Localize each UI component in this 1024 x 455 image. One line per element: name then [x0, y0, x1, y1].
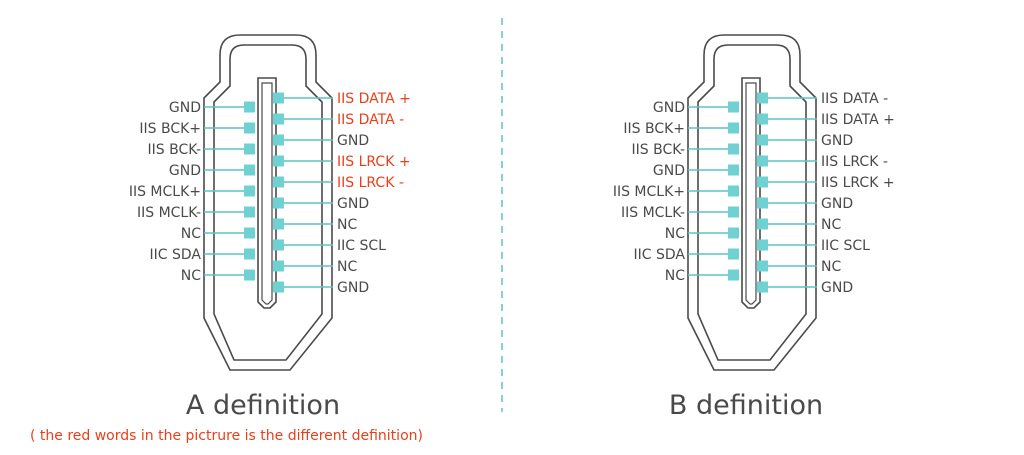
pin-left	[728, 185, 739, 197]
pin-right	[273, 176, 284, 188]
pin-left	[244, 122, 255, 134]
pin-left	[728, 227, 739, 239]
pin-label-right: IIS DATA +	[821, 112, 895, 128]
pin-label-right: GND	[337, 280, 369, 296]
pin-right	[757, 218, 768, 230]
pin-label-right: IIC SCL	[337, 238, 386, 254]
pin-label-left: IIS BCK+	[139, 121, 201, 137]
pin-right	[757, 113, 768, 125]
pin-left	[728, 269, 739, 281]
hdmi-tongue-outer	[741, 77, 761, 309]
pin-right	[757, 155, 768, 167]
pin-label-right: IIC SCL	[821, 238, 870, 254]
pin-label-right: IIS DATA -	[337, 112, 404, 128]
pin-right	[757, 134, 768, 146]
pin-left	[728, 101, 739, 113]
pin-label-right: IIS LRCK +	[821, 175, 895, 191]
pin-label-right: IIS LRCK -	[821, 154, 888, 170]
pin-label-right: IIS LRCK +	[337, 154, 411, 170]
pin-left	[244, 143, 255, 155]
pin-right	[273, 155, 284, 167]
pin-label-right: GND	[821, 280, 853, 296]
pin-right	[757, 239, 768, 251]
title-a-definition: A definition	[186, 390, 340, 421]
pin-left	[244, 248, 255, 260]
pin-right	[757, 281, 768, 293]
hdmi-shell-inner	[213, 44, 323, 361]
pin-right	[273, 218, 284, 230]
hdmi-shell-outer	[203, 34, 333, 371]
pin-label-left: GND	[169, 163, 201, 179]
pin-label-right: GND	[821, 133, 853, 149]
pin-left	[244, 206, 255, 218]
pin-label-right: NC	[821, 217, 841, 233]
connector-a-diagram: GND IIS BCK+ IIS BCK- GND IIS MCLK+ IIS MCLK-…	[129, 34, 411, 371]
pin-label-left: IIS BCK-	[148, 142, 202, 158]
pin-left	[728, 206, 739, 218]
pin-label-left: IIS MCLK+	[613, 184, 685, 200]
pin-right	[273, 134, 284, 146]
pin-right	[273, 281, 284, 293]
pin-left	[244, 101, 255, 113]
pin-right	[273, 239, 284, 251]
pin-right	[273, 92, 284, 104]
pin-left	[728, 143, 739, 155]
pin-label-right: GND	[337, 133, 369, 149]
hdmi-tongue-inner	[745, 82, 757, 305]
pin-label-left: NC	[665, 226, 685, 242]
pin-label-right: IIS DATA -	[821, 91, 888, 107]
pin-label-left: GND	[653, 100, 685, 116]
pin-label-left: GND	[653, 163, 685, 179]
pin-right	[273, 113, 284, 125]
pin-label-right: NC	[337, 217, 357, 233]
pin-left	[728, 122, 739, 134]
pin-right	[273, 260, 284, 272]
pin-label-left: IIS MCLK-	[621, 205, 685, 221]
pin-right	[757, 176, 768, 188]
pin-label-left: NC	[181, 226, 201, 242]
pin-right	[757, 92, 768, 104]
title-b-definition: B definition	[669, 390, 823, 421]
pin-label-left: IIS BCK+	[623, 121, 685, 137]
pin-label-left: NC	[181, 268, 201, 284]
pin-right	[757, 197, 768, 209]
pin-label-left: GND	[169, 100, 201, 116]
hdmi-shell-inner	[697, 44, 807, 361]
pin-left	[244, 269, 255, 281]
pin-label-left: IIS MCLK+	[129, 184, 201, 200]
pin-left	[244, 164, 255, 176]
hdmi-tongue-outer	[257, 77, 277, 309]
pin-label-left: IIC SDA	[150, 247, 202, 263]
pin-label-left: IIS MCLK-	[137, 205, 201, 221]
pin-label-right: GND	[821, 196, 853, 212]
pin-label-right: IIS DATA +	[337, 91, 411, 107]
pin-left	[728, 248, 739, 260]
pin-label-left: IIS BCK-	[632, 142, 686, 158]
pin-label-right: GND	[337, 196, 369, 212]
pin-left	[728, 164, 739, 176]
hdmi-shell-outer	[687, 34, 817, 371]
pin-label-left: IIC SDA	[634, 247, 686, 263]
pin-label-left: NC	[665, 268, 685, 284]
difference-note: ( the red words in the pictrure is the d…	[30, 428, 423, 444]
hdmi-shell	[203, 34, 333, 371]
hdmi-tongue-inner	[261, 82, 273, 305]
hdmi-shell	[687, 34, 817, 371]
pin-right	[757, 260, 768, 272]
pin-left	[244, 227, 255, 239]
connector-b-diagram: GND IIS BCK+ IIS BCK- GND IIS MCLK+ IIS MCLK-…	[613, 34, 895, 371]
pin-label-right: NC	[337, 259, 357, 275]
pin-right	[273, 197, 284, 209]
pin-label-right: NC	[821, 259, 841, 275]
pin-label-right: IIS LRCK -	[337, 175, 404, 191]
pin-left	[244, 185, 255, 197]
